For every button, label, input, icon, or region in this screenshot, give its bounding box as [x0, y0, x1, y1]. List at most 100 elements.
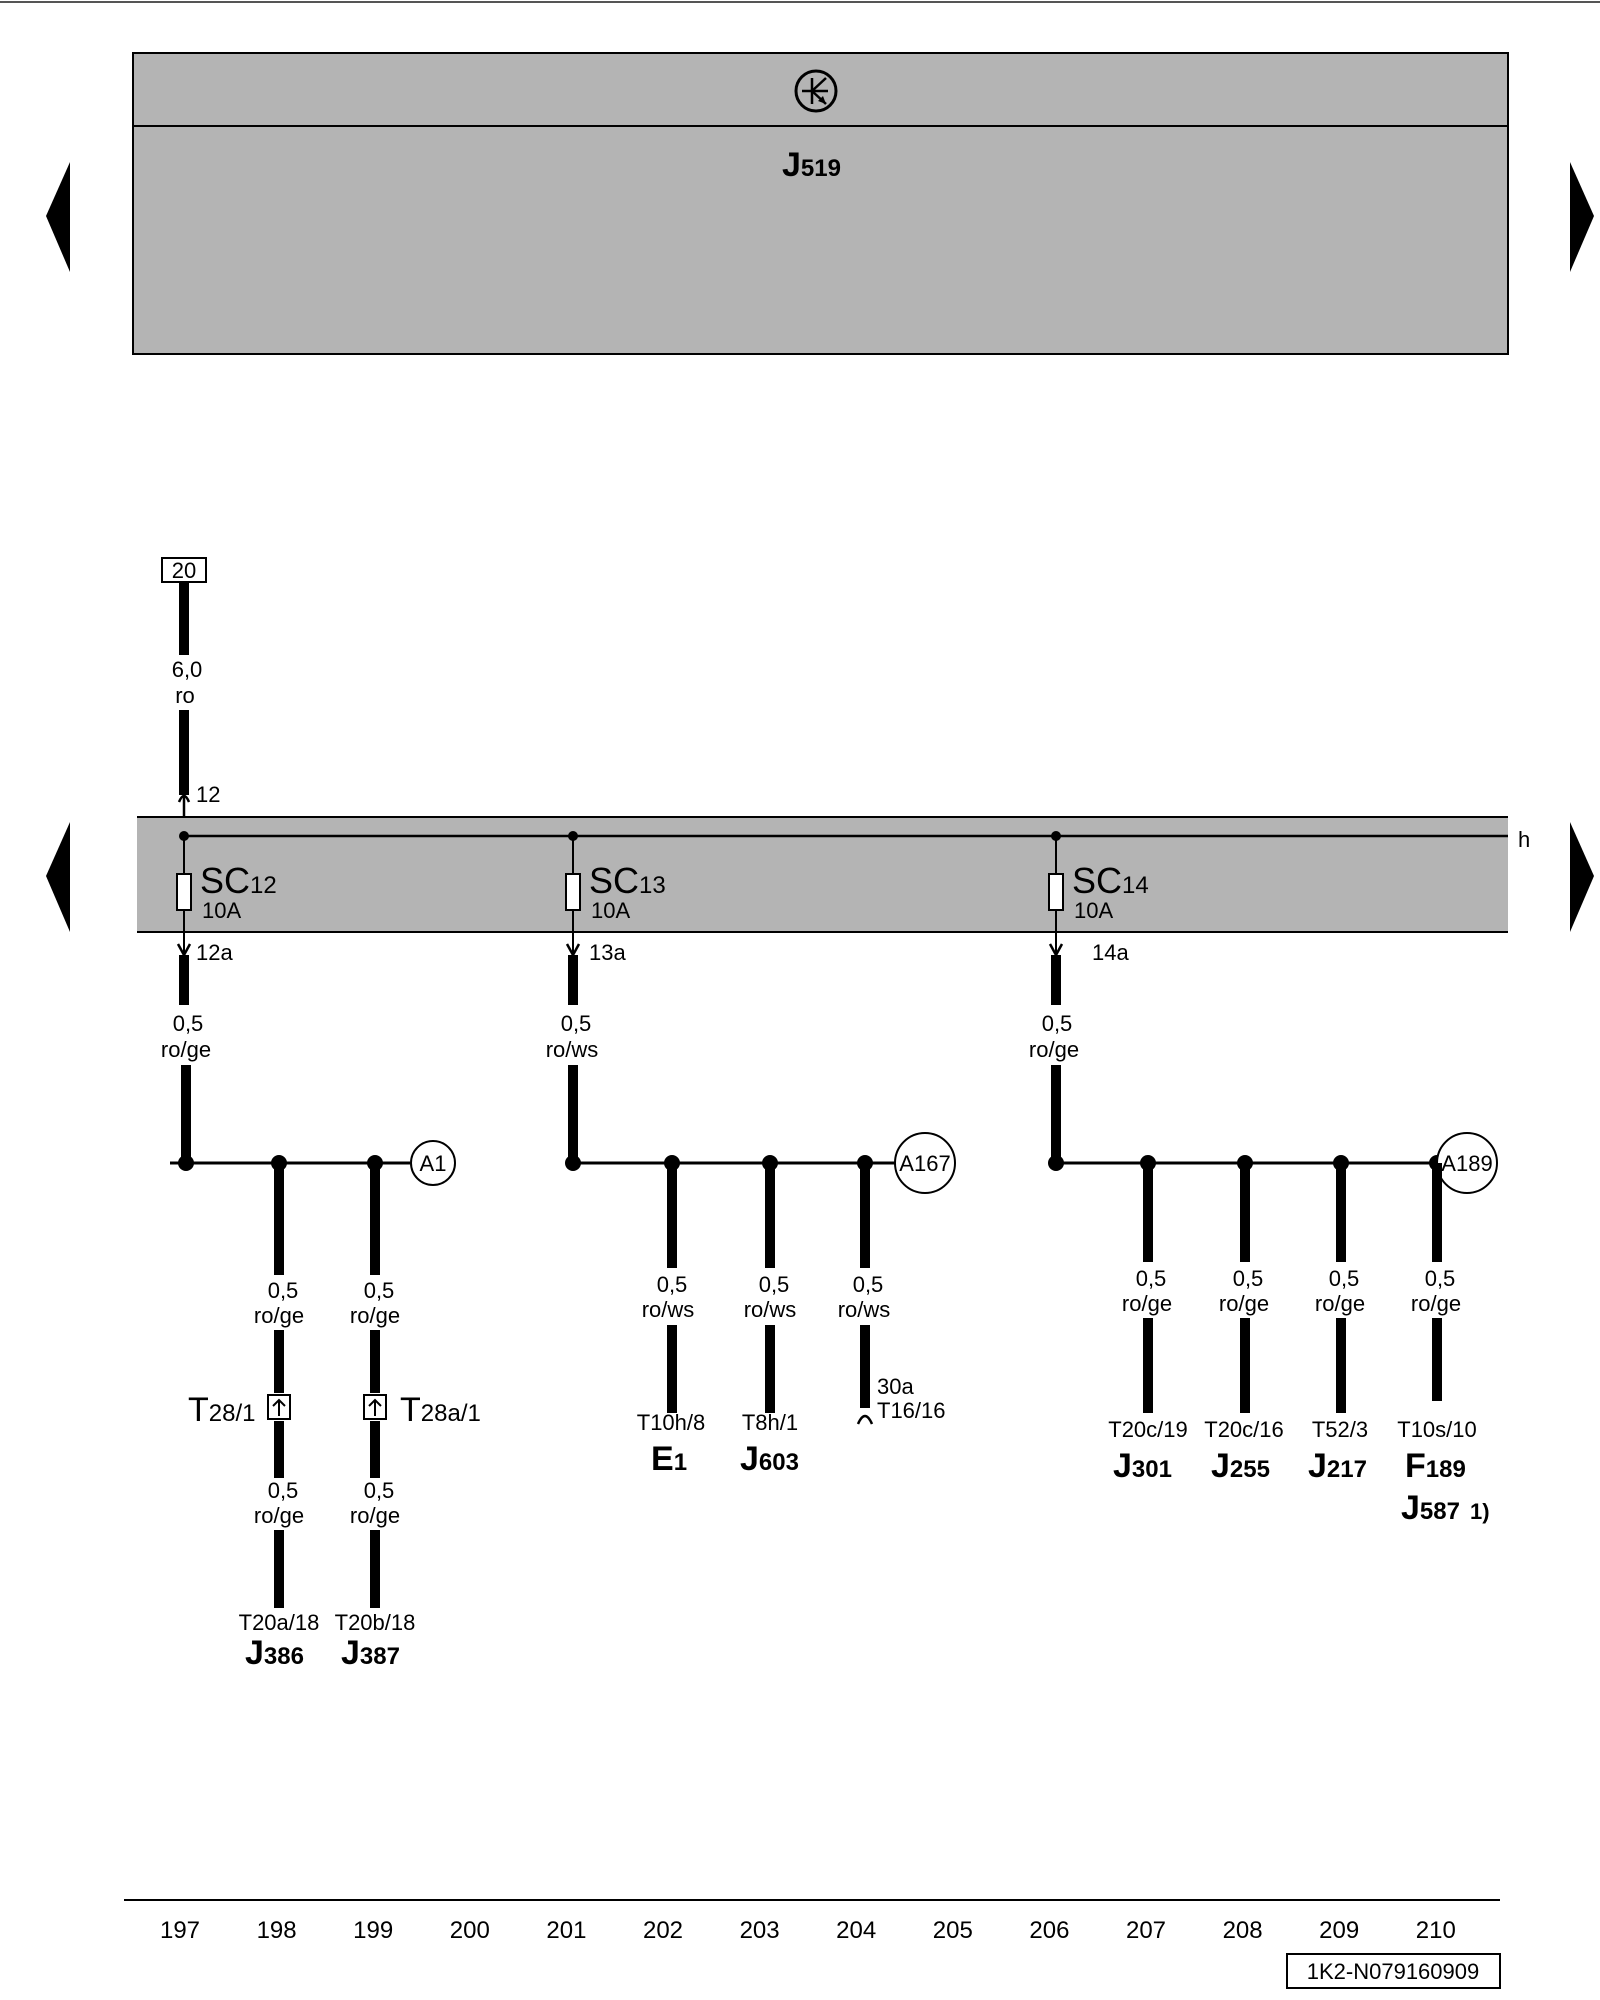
scale-number: 206 [1029, 1917, 1069, 1944]
sc12-wire-size: 0,5 [173, 1011, 204, 1036]
component-j301[interactable]: J301 [1113, 1447, 1172, 1485]
input-pin-label: 12 [196, 782, 220, 807]
branch-198-color2: ro/ge [254, 1503, 304, 1528]
branch-204-pin-arc [856, 1414, 874, 1425]
connector-t28-1-label: T28/1 [188, 1391, 256, 1429]
fuse-sc12-out-pin: 12a [196, 940, 233, 965]
branch-199-size: 0,5 [364, 1278, 395, 1303]
scale-number: 205 [933, 1917, 973, 1944]
branch-207-pin: T20c/19 [1108, 1417, 1188, 1442]
component-e1[interactable]: E1 [651, 1440, 687, 1478]
component-j387[interactable]: J387 [341, 1634, 400, 1672]
branch-207-size: 0,5 [1136, 1266, 1167, 1291]
scale-number: 197 [160, 1917, 200, 1944]
scale-number: 202 [643, 1917, 683, 1944]
branch-208-size: 0,5 [1233, 1266, 1264, 1291]
junction-a167-label: A167 [899, 1151, 950, 1176]
input-wire-color: ro [175, 683, 195, 708]
fuse-sc12-label: SC12 [200, 860, 277, 901]
fuse-sc14-label: SC14 [1072, 860, 1149, 901]
scale-number: 210 [1416, 1917, 1456, 1944]
branch-198-color: ro/ge [254, 1303, 304, 1328]
fuse-sc13-out-pin: 13a [589, 940, 626, 965]
sc14-wire-size: 0,5 [1042, 1011, 1073, 1036]
component-j386[interactable]: J386 [245, 1634, 304, 1672]
junction-a167[interactable] [894, 1132, 956, 1194]
branch-209-color: ro/ge [1315, 1291, 1365, 1316]
scale-number: 198 [257, 1917, 297, 1944]
connector-t28a-1-label: T28a/1 [400, 1391, 481, 1429]
module-label: J519 [782, 146, 841, 184]
branch-198-size: 0,5 [268, 1278, 299, 1303]
doc-id-box [1286, 1953, 1501, 1989]
fuse-sc12-rating: 10A [202, 898, 241, 923]
branch-198-pin: T20a/18 [239, 1610, 320, 1635]
junction-a1[interactable] [410, 1140, 456, 1186]
branch-202-pin: T10h/8 [637, 1410, 706, 1435]
connector-t28-1[interactable] [267, 1394, 291, 1420]
component-j217[interactable]: J217 [1308, 1447, 1367, 1485]
branch-210-pin: T10s/10 [1397, 1417, 1477, 1442]
branch-202-color: ro/ws [642, 1297, 695, 1322]
page-prev-arrow-middle[interactable] [46, 822, 70, 932]
sc14-wire-color: ro/ge [1029, 1037, 1079, 1062]
control-unit-symbol-icon [794, 69, 838, 113]
scale-number: 208 [1223, 1917, 1263, 1944]
branch-203-size: 0,5 [759, 1272, 790, 1297]
sc13-wire-size: 0,5 [561, 1011, 592, 1036]
junction-a1-label: A1 [420, 1151, 447, 1176]
component-j255[interactable]: J255 [1211, 1447, 1270, 1485]
sc13-wire-color: ro/ws [546, 1037, 599, 1062]
branch-199-color2: ro/ge [350, 1503, 400, 1528]
branch-208-color: ro/ge [1219, 1291, 1269, 1316]
doc-id-label: 1K2-N079160909 [1307, 1959, 1479, 1984]
branch-204-size: 0,5 [853, 1272, 884, 1297]
fuse-sc14[interactable] [1048, 831, 1064, 958]
fuse-sc13-rating: 10A [591, 898, 630, 923]
branch-209-size: 0,5 [1329, 1266, 1360, 1291]
fuse-sc14-out-pin: 14a [1092, 940, 1129, 965]
scale-number: 199 [353, 1917, 393, 1944]
branch-210-size: 0,5 [1425, 1266, 1456, 1291]
branch-203-color: ro/ws [744, 1297, 797, 1322]
scale-number: 200 [450, 1917, 490, 1944]
branch-199-size2: 0,5 [364, 1478, 395, 1503]
scale-number: 203 [740, 1917, 780, 1944]
input-ref-label: 20 [172, 558, 196, 583]
branch-208-pin: T20c/16 [1204, 1417, 1284, 1442]
branch-199-color: ro/ge [350, 1303, 400, 1328]
fuse-sc13[interactable] [565, 831, 581, 958]
component-j603[interactable]: J603 [740, 1440, 799, 1478]
branch-209-pin: T52/3 [1312, 1417, 1368, 1442]
fuse-sc12[interactable] [176, 831, 192, 958]
branch-204-pin-b: T16/16 [877, 1398, 946, 1423]
scale-number: 201 [546, 1917, 586, 1944]
fuse-sc14-rating: 10A [1074, 898, 1113, 923]
scale-number: 207 [1126, 1917, 1166, 1944]
branch-204-pin-a: 30a [877, 1374, 914, 1399]
input-wire-size: 6,0 [172, 657, 203, 682]
branch-207-color: ro/ge [1122, 1291, 1172, 1316]
fuse-panel [137, 816, 1508, 932]
branch-210-color: ro/ge [1411, 1291, 1461, 1316]
module-panel [132, 52, 1509, 355]
component-f189[interactable]: F189 [1405, 1447, 1466, 1485]
branch-204-color: ro/ws [838, 1297, 891, 1322]
scale-numbers: 197 198 199 200 201 202 203 204 205 206 207 208 209 2… [160, 1917, 1456, 1944]
page-next-arrow-middle[interactable] [1570, 822, 1594, 932]
branch-202-size: 0,5 [657, 1272, 688, 1297]
junction-a189-label: A189 [1441, 1151, 1492, 1176]
scale-number: 209 [1319, 1917, 1359, 1944]
fuse-sc13-label: SC13 [589, 860, 666, 901]
page-prev-arrow-top[interactable] [46, 162, 70, 272]
sc12-wire-color: ro/ge [161, 1037, 211, 1062]
connector-t28a-1[interactable] [363, 1394, 387, 1420]
branch-198-size2: 0,5 [268, 1478, 299, 1503]
branch-199-pin: T20b/18 [335, 1610, 416, 1635]
bus-label: h [1518, 827, 1530, 852]
scale-number: 204 [836, 1917, 876, 1944]
branch-203-pin: T8h/1 [742, 1410, 798, 1435]
page-next-arrow-top[interactable] [1570, 162, 1594, 272]
